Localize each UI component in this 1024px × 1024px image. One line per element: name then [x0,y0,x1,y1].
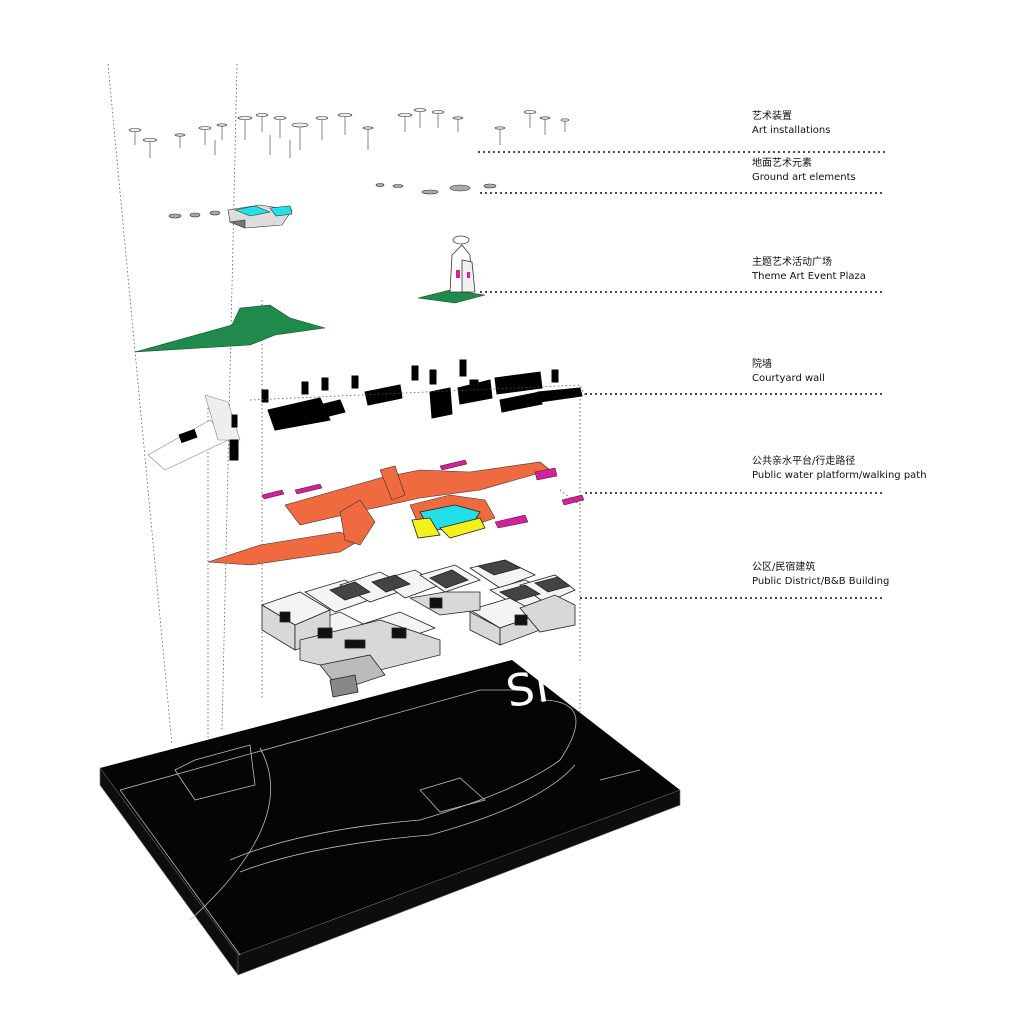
plaza-tower [449,235,476,293]
label-en: Art installations [752,125,831,136]
layer-label-ground-art: 地面艺术元素 Ground art elements [752,157,856,185]
art-installations-layer [128,108,570,158]
label-zh: 公区/民宿建筑 [752,562,816,573]
label-en: Public water platform/walking path [752,470,927,481]
buildings-layer [261,559,576,698]
projection-lines [107,63,581,760]
label-en: Public District/B&B Building [752,576,890,587]
layer-label-buildings: 公区/民宿建筑 Public District/B&B Building [752,561,889,589]
layer-label-courtyard-wall: 院墙 Courtyard wall [752,358,825,386]
label-en: Ground art elements [752,172,856,183]
label-zh: 地面艺术元素 [752,158,812,169]
path-layer [207,459,585,566]
label-en: Theme Art Event Plaza [752,271,866,282]
label-zh: 公共亲水平台/行走路径 [752,456,856,467]
courtyard-wall-layer [147,359,586,471]
label-zh: 主题艺术活动广场 [752,257,832,268]
leader-lines [478,151,885,599]
label-zh: 院墙 [752,359,772,370]
theme-plaza-layer [134,235,486,353]
label-zh: 艺术装置 [752,111,792,122]
layer-label-water-platform: 公共亲水平台/行走路径 Public water platform/walkin… [752,455,927,483]
layer-label-theme-plaza: 主题艺术活动广场 Theme Art Event Plaza [752,256,866,284]
layer-label-art-installations: 艺术装置 Art installations [752,110,830,138]
site-label: SITE [503,652,609,718]
label-en: Courtyard wall [752,373,825,384]
ground-art-layer [168,183,497,229]
site-base [99,660,681,976]
